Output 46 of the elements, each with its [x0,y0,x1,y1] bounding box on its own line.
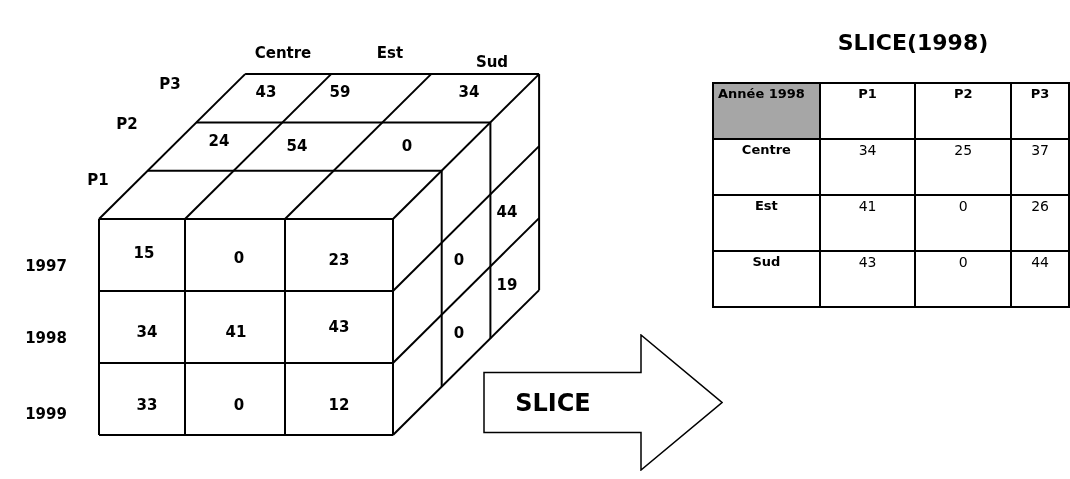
cell-value: 0 [453,324,465,342]
data-value: 26 [1011,195,1069,251]
cell-value: 43 [328,318,350,336]
axis-label: Centre [254,44,312,62]
axis-label: 1997 [25,257,67,275]
data-value: 34 [819,139,916,195]
cell-value: 15 [133,244,155,262]
column-header: P3 [1011,83,1069,139]
arrow-label: SLICE [515,388,591,417]
table-title: SLICE(1998) [837,29,989,55]
cell-value: 41 [225,323,247,341]
corner-header: Année 1998 [713,83,820,139]
cell-value: 24 [208,132,230,150]
cell-value: 54 [286,137,308,155]
column-header: P1 [819,83,916,139]
cell-value: 34 [458,83,480,101]
cell-value: 59 [329,83,351,101]
cell-value: 19 [496,276,518,294]
axis-label: Sud [475,53,509,71]
cell-value: 44 [496,203,518,221]
cell-value: 23 [328,251,350,269]
axis-label: 1998 [25,329,67,347]
cell-value: 34 [136,323,158,341]
column-header: P2 [915,83,1012,139]
cell-value: 0 [401,137,413,155]
axis-label: Est [376,44,404,62]
row-header: Centre [713,139,820,195]
cell-value: 0 [233,249,245,267]
data-value: 41 [819,195,916,251]
cell-value: 12 [328,396,350,414]
row-header: Est [713,195,820,251]
data-value: 0 [915,195,1012,251]
axis-label: P3 [159,75,181,93]
data-value: 37 [1011,139,1069,195]
axis-label: P1 [87,171,109,189]
cell-value: 0 [453,251,465,269]
data-value: 25 [915,139,1012,195]
row-header: Sud [713,251,820,307]
axis-label: P2 [116,115,138,133]
data-value: 0 [915,251,1012,307]
cell-value: 43 [255,83,277,101]
data-value: 43 [819,251,916,307]
cell-value: 33 [136,396,158,414]
data-value: 44 [1011,251,1069,307]
axis-label: 1999 [25,405,67,423]
cell-value: 0 [233,396,245,414]
